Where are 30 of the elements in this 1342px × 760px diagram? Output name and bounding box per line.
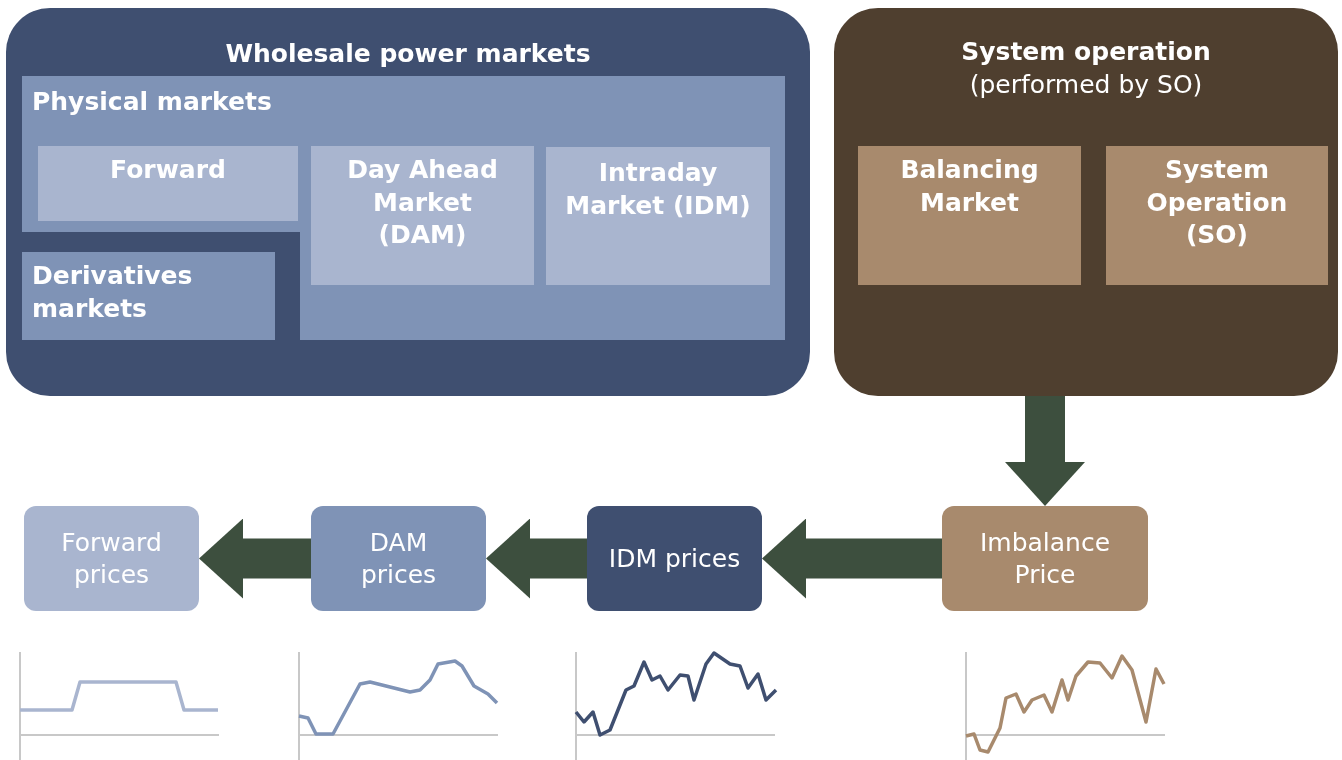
arrow [199, 518, 311, 599]
market-box [22, 252, 275, 340]
market-box [38, 146, 298, 221]
market-box [311, 146, 534, 285]
box-label: Forward prices [60, 526, 163, 591]
group-panel [6, 8, 810, 396]
arrow [486, 518, 587, 599]
market-box [858, 146, 1081, 285]
group-panel [834, 8, 1338, 396]
box-label: Intraday Market (IDM) [564, 157, 752, 222]
box-label: Day Ahead Market (DAM) [346, 154, 499, 251]
arrow [762, 518, 942, 599]
price-box [587, 506, 762, 611]
box-label: Derivatives markets [32, 260, 194, 325]
market-box [1106, 146, 1328, 285]
market-box [546, 147, 770, 285]
arrow [1005, 396, 1085, 506]
box-label: Wholesale power markets [225, 38, 591, 70]
box-label: System operation [961, 36, 1211, 68]
box-label: System Operation (SO) [1145, 154, 1289, 251]
box-label: Imbalance Price [978, 526, 1112, 591]
price-box [24, 506, 199, 611]
box-subtitle: (performed by SO) [969, 68, 1203, 101]
box-label: Physical markets [32, 86, 272, 118]
box-label: Forward [110, 154, 226, 186]
box-label: IDM prices [608, 542, 741, 575]
price-box [942, 506, 1148, 611]
box-label: Balancing Market [899, 154, 1040, 219]
box-label: DAM prices [359, 526, 438, 591]
price-box [311, 506, 486, 611]
